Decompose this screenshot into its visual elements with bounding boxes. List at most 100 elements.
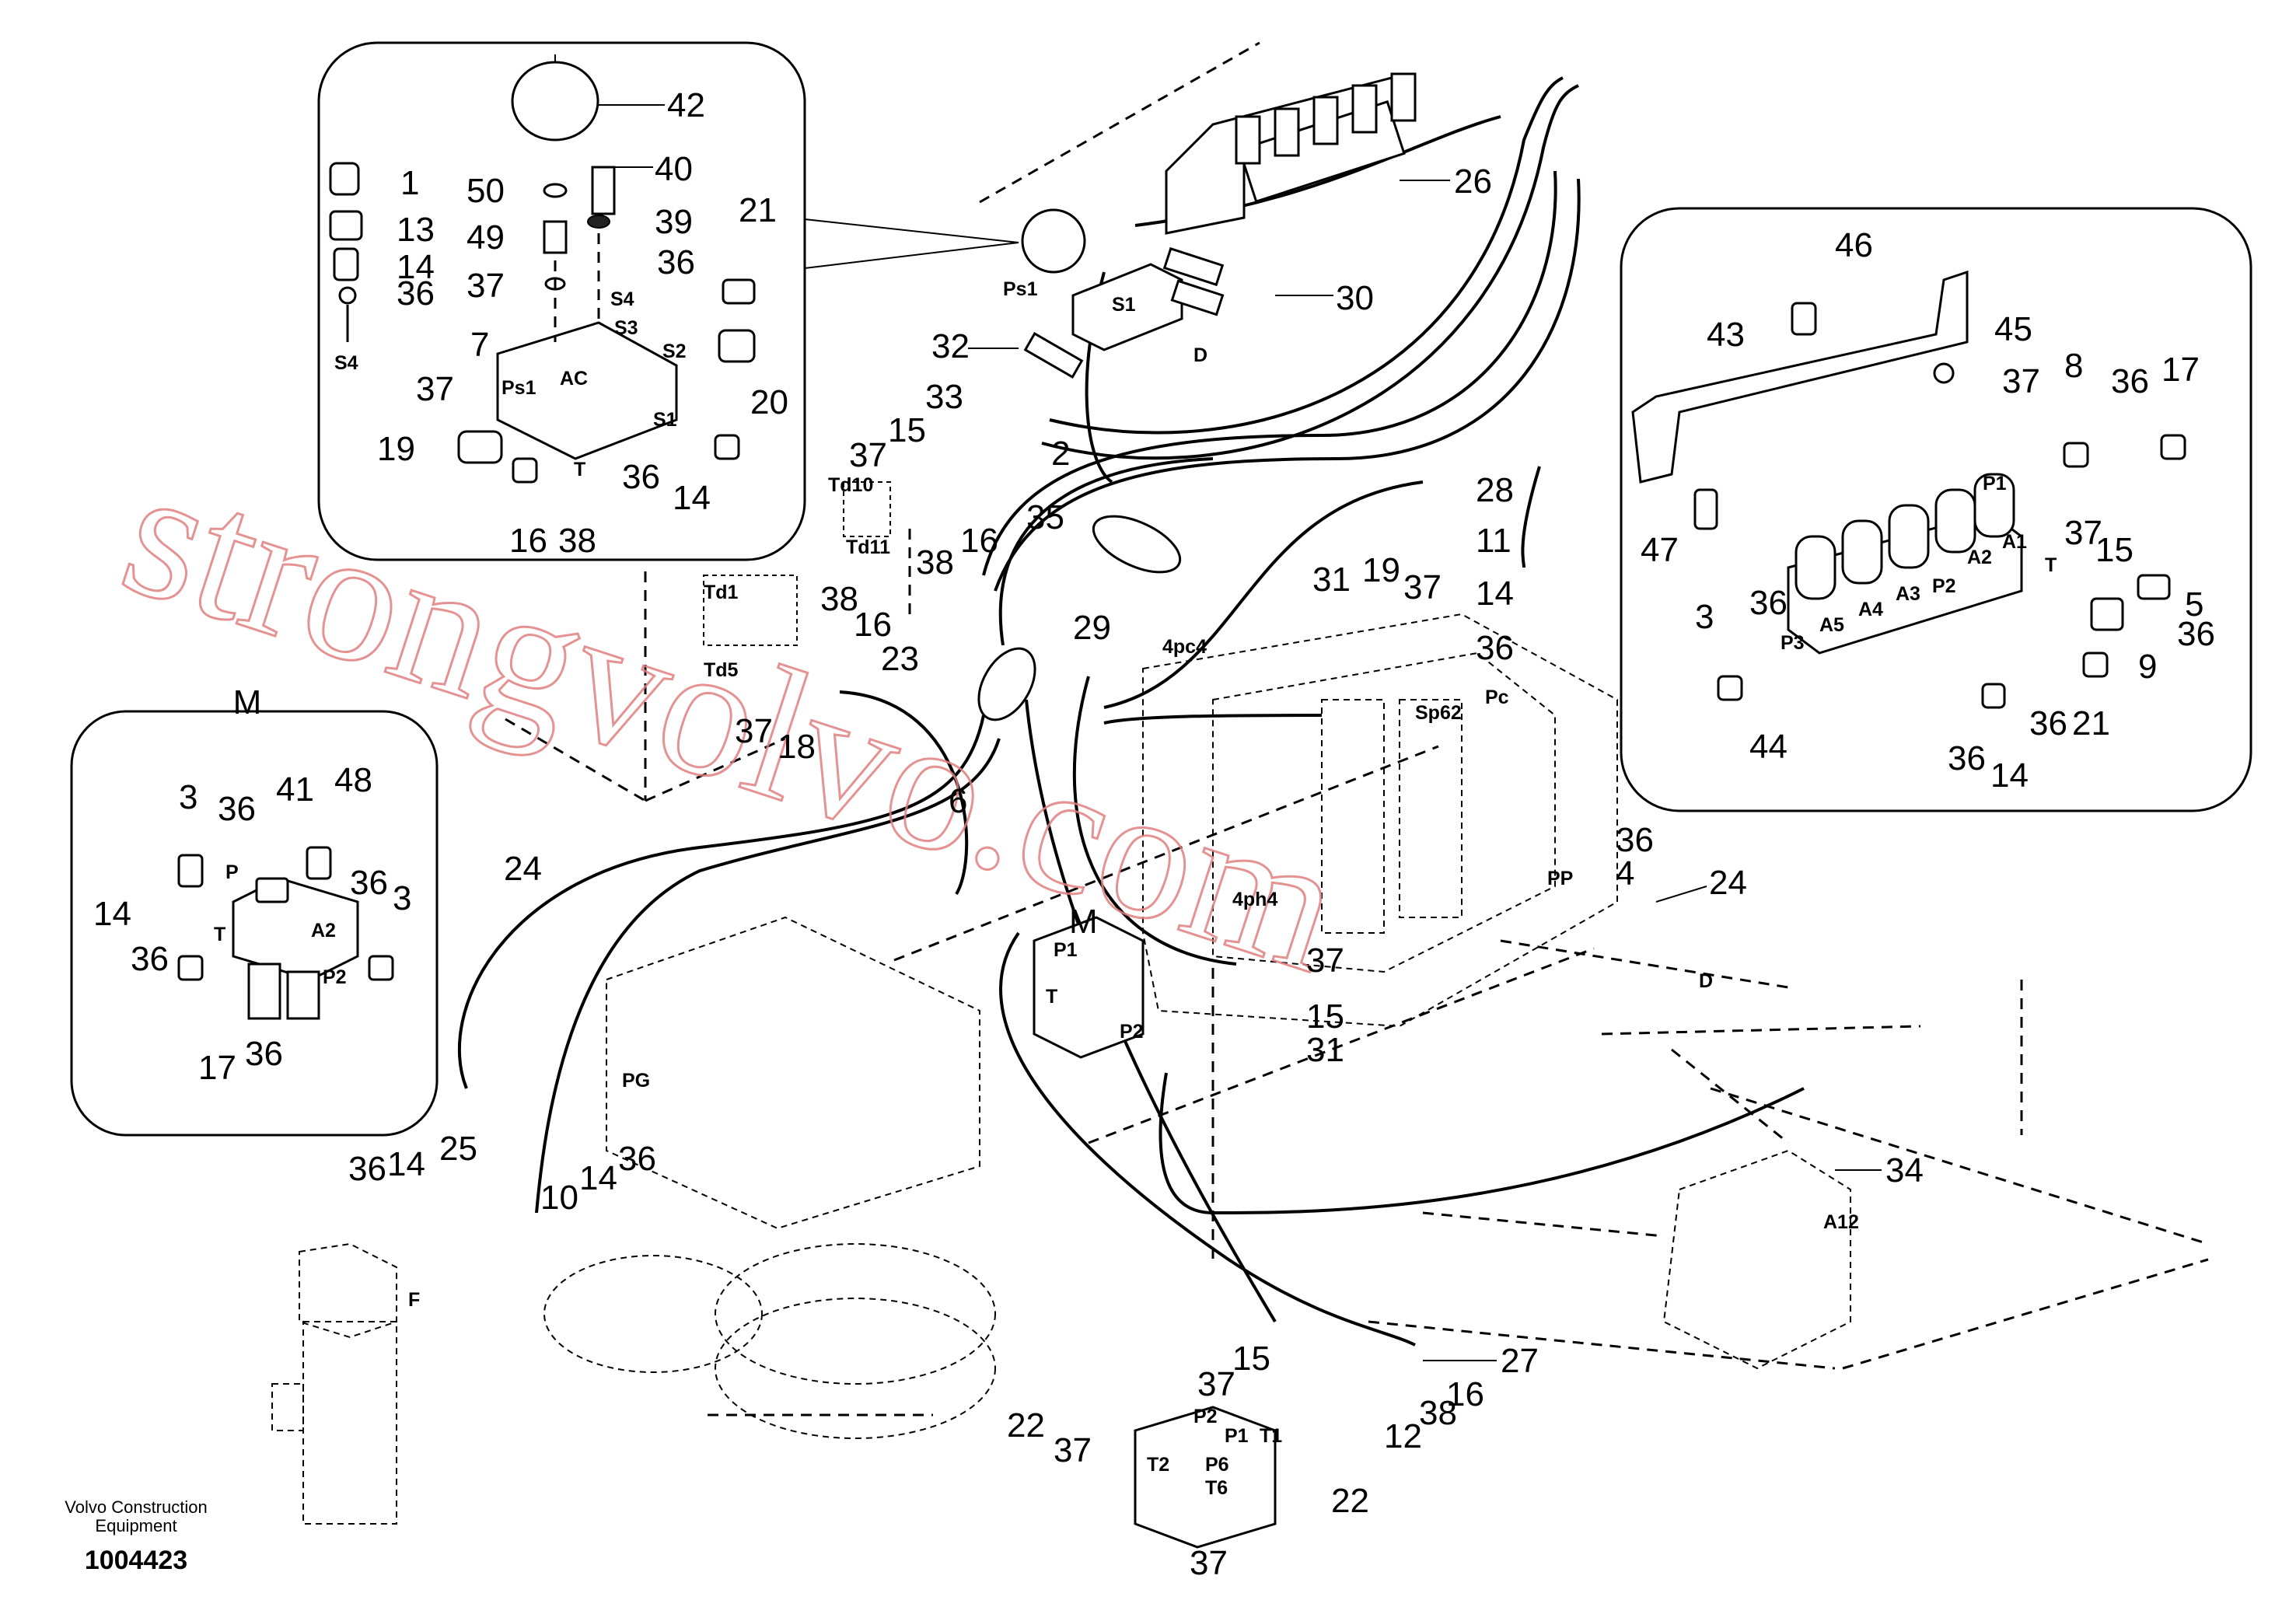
callout: 39 bbox=[655, 203, 693, 241]
callout: 47 bbox=[1641, 531, 1679, 569]
swing-motor bbox=[543, 916, 996, 1439]
callout: 21 bbox=[2072, 704, 2110, 742]
callout: 40 bbox=[655, 150, 693, 188]
callout: 15 bbox=[1232, 1340, 1270, 1378]
callout: 36 bbox=[218, 790, 256, 828]
callout: 43 bbox=[1707, 316, 1745, 354]
callout: 14 bbox=[579, 1159, 617, 1197]
port-label: Pc bbox=[1485, 686, 1509, 708]
port-label: P2 bbox=[1932, 575, 1956, 597]
callout: 23 bbox=[881, 640, 919, 678]
callout: 34 bbox=[1885, 1151, 1924, 1190]
port-label: T bbox=[1046, 986, 1057, 1008]
port-label: Td5 bbox=[704, 659, 739, 681]
callout: 28 bbox=[1476, 471, 1514, 509]
drawing-number: 1004423 bbox=[85, 1546, 187, 1575]
publisher-line-2: Equipment bbox=[95, 1516, 176, 1535]
port-label: P1 bbox=[1054, 939, 1078, 961]
leader-lines bbox=[599, 104, 1882, 1361]
port-label: A5 bbox=[1819, 614, 1844, 636]
callout: 36 bbox=[2029, 704, 2067, 742]
dashed-guides bbox=[505, 41, 2209, 1417]
callout: 41 bbox=[276, 770, 314, 809]
callout: 21 bbox=[739, 191, 777, 229]
callout: 37 bbox=[467, 267, 505, 305]
callout: 45 bbox=[1994, 310, 2032, 348]
port-label: D bbox=[1699, 970, 1713, 992]
port-label: Sp62 bbox=[1415, 702, 1462, 724]
callout: 3 bbox=[393, 879, 411, 917]
callout: 24 bbox=[504, 850, 542, 888]
detail-frame-top-left bbox=[317, 41, 806, 561]
callout: 37 bbox=[849, 436, 887, 474]
port-label: S2 bbox=[662, 341, 687, 362]
callout: 37 bbox=[1054, 1431, 1092, 1469]
callout: 30 bbox=[1336, 279, 1374, 317]
port-label: Ps1 bbox=[1003, 278, 1038, 300]
main-control-valve bbox=[1142, 613, 1618, 1028]
callout: 16 bbox=[509, 522, 547, 560]
callout: 14 bbox=[1990, 756, 2029, 795]
callout: 33 bbox=[925, 378, 963, 416]
callout: 9 bbox=[2138, 648, 2157, 686]
callout: 49 bbox=[467, 218, 505, 257]
callout: 48 bbox=[334, 761, 372, 799]
callout: 15 bbox=[888, 411, 926, 449]
hose-clamp bbox=[1092, 515, 1182, 574]
callout: 37 bbox=[1306, 941, 1344, 980]
callout: 14 bbox=[673, 479, 711, 517]
callout: 36 bbox=[2111, 362, 2149, 400]
callout: 36 bbox=[397, 274, 435, 313]
callout: 15 bbox=[2095, 531, 2133, 569]
port-label: A2 bbox=[311, 920, 336, 941]
callout: 13 bbox=[397, 211, 435, 249]
callout: 36 bbox=[1616, 821, 1654, 859]
port-label: F bbox=[408, 1289, 420, 1311]
callout: 5 bbox=[2185, 585, 2203, 624]
port-label: AC bbox=[560, 368, 588, 390]
port-label: 4pc4 bbox=[1162, 636, 1207, 658]
callout: 38 bbox=[558, 522, 596, 560]
port-label: P3 bbox=[1781, 632, 1805, 654]
port-label: 4ph4 bbox=[1232, 889, 1277, 910]
port-label: T2 bbox=[1147, 1454, 1169, 1476]
callout: 7 bbox=[470, 326, 489, 364]
port-label: Ps1 bbox=[501, 377, 536, 399]
callout: 36 bbox=[131, 940, 169, 978]
callout: 20 bbox=[750, 383, 788, 421]
callout: 31 bbox=[1306, 1031, 1344, 1069]
callout: 29 bbox=[1073, 609, 1111, 647]
callout: 1 bbox=[400, 164, 419, 202]
callout: 3 bbox=[179, 778, 197, 816]
port-label: T1 bbox=[1260, 1425, 1282, 1447]
callout: 14 bbox=[387, 1145, 425, 1183]
port-label: P1 bbox=[1225, 1425, 1249, 1447]
callout: 22 bbox=[1331, 1482, 1369, 1520]
callout: 37 bbox=[2064, 514, 2102, 552]
callout: 31 bbox=[1312, 561, 1351, 599]
callout: 12 bbox=[1384, 1417, 1422, 1455]
detail-frame-m bbox=[70, 710, 439, 1137]
top-left-detail-parts bbox=[329, 54, 756, 484]
port-label: P bbox=[225, 861, 239, 883]
callout: 36 bbox=[2177, 615, 2215, 653]
callout: 8 bbox=[2064, 347, 2083, 385]
port-label: T bbox=[2045, 554, 2057, 576]
port-label: S1 bbox=[653, 409, 677, 431]
top-right-detail-parts bbox=[1631, 270, 2186, 709]
callout: 38 bbox=[916, 543, 954, 582]
port-label: S4 bbox=[610, 288, 634, 310]
port-label: Td1 bbox=[704, 582, 739, 603]
callout: 11 bbox=[1476, 522, 1511, 560]
callout: 24 bbox=[1709, 864, 1747, 902]
port-label: P2 bbox=[1193, 1406, 1218, 1427]
port-label: P2 bbox=[323, 966, 347, 988]
port-label: A4 bbox=[1858, 599, 1883, 620]
callout: 36 bbox=[622, 458, 660, 496]
detail-m-parts bbox=[177, 846, 394, 1020]
callout: 36 bbox=[1476, 629, 1514, 667]
solenoid-valve-block bbox=[1165, 72, 1417, 235]
callout: 14 bbox=[93, 895, 131, 933]
callout: 37 bbox=[1403, 568, 1442, 606]
td-block bbox=[703, 481, 891, 646]
